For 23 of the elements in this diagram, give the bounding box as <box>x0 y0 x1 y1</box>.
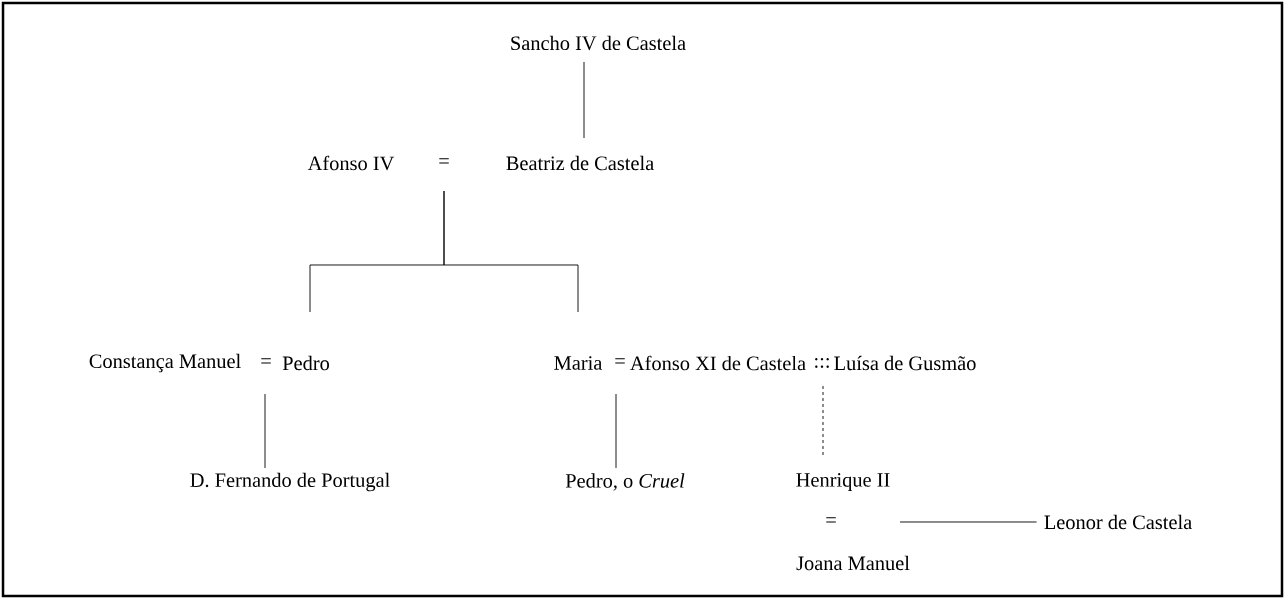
descent-line <box>583 61 585 139</box>
person-name: Afonso IV <box>307 155 395 171</box>
person-name: Joana Manuel <box>796 555 910 571</box>
person-name: Pedro <box>282 355 330 371</box>
descent-line <box>443 190 579 313</box>
marriage-sign: = <box>826 517 836 523</box>
person-name: Afonso XI de Castela <box>630 355 806 371</box>
person-name: Sancho IV de Castela <box>511 35 686 51</box>
person-name: Leonor de Castela <box>1044 514 1192 530</box>
descent-line <box>264 393 266 469</box>
marriage-sign: = <box>439 158 449 164</box>
person-name: Luísa de Gusmão <box>834 355 976 371</box>
descent-line <box>899 521 1038 523</box>
person-name: Pedro, o Cruel <box>565 473 685 491</box>
person-name: Beatriz de Castela <box>506 155 654 171</box>
descent-line <box>615 393 617 469</box>
person-name: D. Fernando de Portugal <box>190 472 390 492</box>
marriage-sign: = <box>615 358 625 364</box>
person-name: Maria <box>554 356 603 370</box>
marriage-sign: ::: <box>815 358 829 368</box>
person-name: Henrique II <box>796 473 890 491</box>
person-name: Constança Manuel <box>89 353 241 373</box>
marriage-sign: = <box>261 358 271 364</box>
